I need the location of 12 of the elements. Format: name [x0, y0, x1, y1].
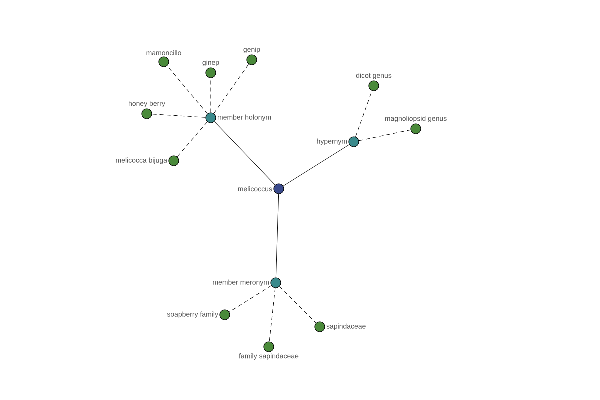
connector-line [167, 66, 208, 114]
connector-line [214, 122, 276, 186]
connector-line [210, 78, 212, 113]
connector-line [283, 144, 350, 186]
connector-line [177, 122, 208, 158]
connector-line [214, 64, 250, 114]
connector-line [276, 194, 280, 278]
connector-line [358, 130, 412, 142]
connector-line [229, 286, 272, 312]
connector-line [269, 288, 276, 342]
connector-line [152, 114, 206, 118]
connector-line [280, 286, 316, 324]
